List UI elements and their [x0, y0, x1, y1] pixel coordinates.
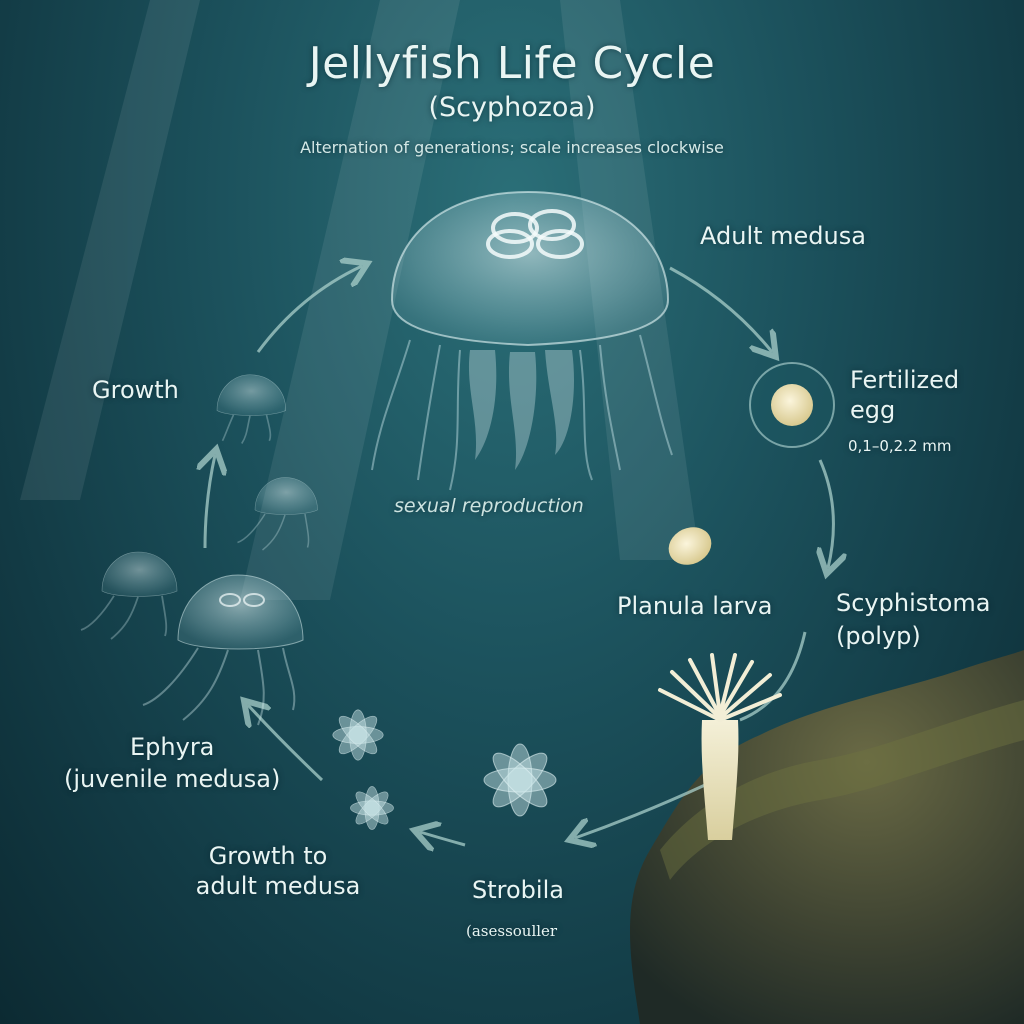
adult-medusa-illustration: [371, 190, 673, 491]
arrow-adult-to-egg: [669, 266, 772, 352]
cycle-arrows: [205, 266, 833, 845]
label-strobila-note: (asessouller: [466, 922, 558, 940]
arrow-polyp-to-strobila: [575, 631, 807, 838]
label-scyphistoma-line1: Scyphistoma: [836, 589, 991, 617]
rock-moss: [660, 700, 1024, 880]
juvenile-medusae-illustration: [80, 374, 318, 726]
label-egg-size: 0,1–0,2.2 mm: [848, 437, 952, 455]
arrow-egg-to-polyp: [820, 459, 833, 568]
label-fertilized-egg-line1: Fertilized: [850, 366, 960, 394]
arrow-growth-up: [205, 455, 215, 549]
planula-larva-illustration: [668, 527, 712, 565]
rock: [630, 650, 1024, 1024]
strobila-ephyrae-illustration: [332, 709, 557, 830]
fertilized-egg-illustration: [749, 362, 835, 448]
label-strobila: Strobila: [472, 876, 564, 904]
label-planula-larva: Planula larva: [617, 592, 773, 620]
arrow-strobila-to-growth: [420, 832, 466, 845]
page-title: Jellyfish Life Cycle: [308, 38, 716, 89]
label-scyphistoma-line2: (polyp): [836, 622, 921, 650]
polyp-illustration: [658, 653, 782, 840]
label-adult-medusa: Adult medusa: [700, 222, 866, 250]
label-ephyra-line1: Ephyra: [130, 733, 215, 761]
arrow-ephyra-up: [248, 705, 324, 782]
label-sexual-reproduction: sexual reproduction: [394, 495, 584, 517]
arrow-growth-to-adult: [256, 266, 362, 353]
label-fertilized-egg-line2: egg: [850, 396, 896, 424]
page-caption: Alternation of generations; scale increa…: [300, 138, 724, 157]
label-growth-to-adult-line1: Growth to: [208, 842, 328, 870]
label-growth-to-adult-line2: adult medusa: [195, 872, 361, 900]
label-growth: Growth: [92, 376, 179, 404]
page-subtitle: (Scyphozoa): [428, 92, 596, 123]
label-ephyra-line2: (juvenile medusa): [64, 765, 281, 793]
